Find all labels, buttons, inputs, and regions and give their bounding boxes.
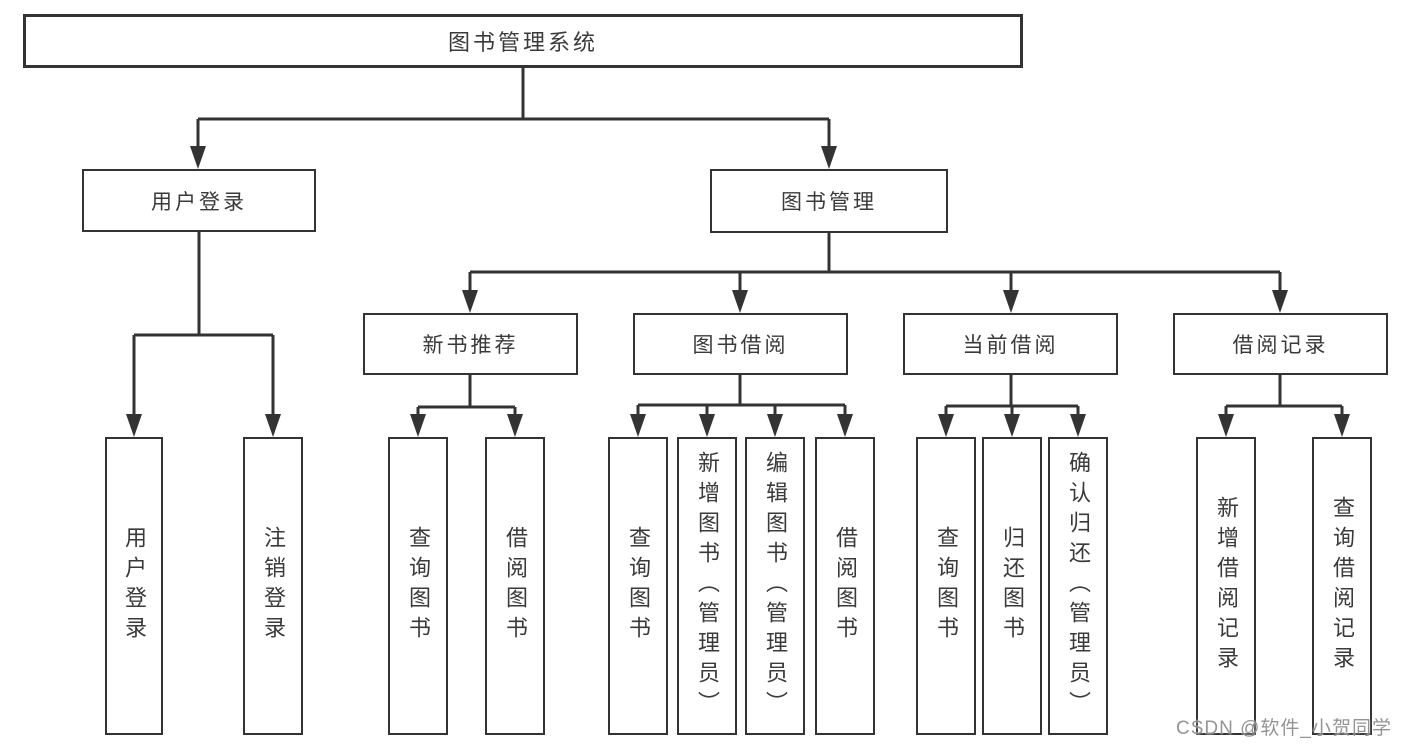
node-book-borrowing: 图书借阅 [633, 313, 848, 375]
leaf-label: 借阅图书 [833, 526, 858, 646]
node-new-book-recommendation: 新书推荐 [363, 313, 578, 375]
leaf-label: 查询图书 [934, 526, 959, 646]
leaf-label: 用户登录 [122, 526, 147, 646]
leaf-label: 新增借阅记录 [1214, 496, 1239, 676]
leaf-return-books: 归还图书 [982, 437, 1042, 735]
leaf-label: 确认归还（管理员） [1066, 451, 1091, 721]
node-book-management: 图书管理 [710, 169, 948, 233]
leaf-logout: 注销登录 [243, 437, 303, 735]
leaf-label: 查询借阅记录 [1330, 496, 1355, 676]
node-user-login: 用户登录 [82, 169, 316, 232]
node-borrowing-records: 借阅记录 [1173, 313, 1388, 375]
leaf-label: 归还图书 [1000, 526, 1025, 646]
leaf-label: 注销登录 [261, 526, 286, 646]
leaf-query-books-recommend: 查询图书 [388, 437, 448, 735]
leaf-confirm-return-admin: 确认归还（管理员） [1048, 437, 1108, 735]
leaf-borrow-books-recommend: 借阅图书 [485, 437, 545, 735]
csdn-watermark: CSDN @软件_小贺同学 [1176, 718, 1392, 739]
leaf-label: 借阅图书 [503, 526, 528, 646]
leaf-borrow-books: 借阅图书 [815, 437, 875, 735]
node-current-borrowing: 当前借阅 [903, 313, 1118, 375]
node-library-management-system: 图书管理系统 [23, 14, 1023, 68]
leaf-edit-books-admin: 编辑图书（管理员） [745, 437, 805, 735]
leaf-label: 查询图书 [406, 526, 431, 646]
leaf-query-books-current: 查询图书 [916, 437, 976, 735]
leaf-query-borrow-record: 查询借阅记录 [1312, 437, 1372, 735]
leaf-label: 查询图书 [626, 526, 651, 646]
leaf-add-books-admin: 新增图书（管理员） [677, 437, 737, 735]
leaf-user-login: 用户登录 [105, 437, 163, 735]
leaf-add-borrow-record: 新增借阅记录 [1196, 437, 1256, 735]
leaf-query-books-borrowing: 查询图书 [608, 437, 668, 735]
leaf-label: 编辑图书（管理员） [763, 451, 788, 721]
leaf-label: 新增图书（管理员） [695, 451, 720, 721]
